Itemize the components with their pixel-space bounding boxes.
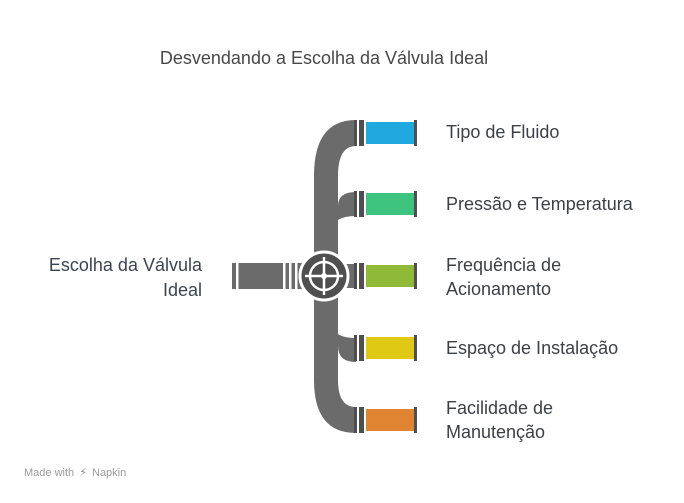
- branch-pipe-4: [366, 337, 414, 359]
- branch-pipe-1: [366, 122, 414, 144]
- branch-label-1: Tipo de Fluido: [446, 122, 560, 142]
- root-label-line1: Escolha da Válvula: [48, 255, 202, 275]
- input-flanges: [236, 263, 298, 289]
- pipe-joint-4: [338, 334, 356, 362]
- credit-brand: Napkin: [92, 467, 127, 479]
- pipe-upper-curve: [314, 120, 356, 268]
- branch-pipe-2: [366, 193, 414, 215]
- branch-pipe-3: [366, 265, 414, 287]
- branch-label-3: Frequência de Acionamento: [446, 255, 562, 299]
- branch-segment-2: [354, 191, 417, 217]
- diagram-title: Desvendando a Escolha da Válvula Ideal: [159, 48, 489, 68]
- branch-segment-3: [354, 263, 417, 289]
- branch-pipe-5: [366, 409, 414, 431]
- branch-label-4: Espaço de Instalação: [446, 338, 619, 358]
- branch-segments: [354, 120, 417, 433]
- branch-segment-5: [354, 407, 417, 433]
- pipe-lower-curve: [314, 290, 356, 433]
- root-label-line2: Ideal: [162, 280, 202, 300]
- credit-prefix: Made with: [24, 467, 75, 479]
- pipe-joint-2: [338, 192, 356, 220]
- branch-segment-4: [354, 335, 417, 361]
- valve-wheel-icon: [298, 250, 350, 302]
- branch-label-5: Facilidade de Manutenção: [446, 398, 554, 442]
- napkin-logo-icon: ⚡: [79, 467, 87, 479]
- branch-segment-1: [354, 120, 417, 146]
- root-label: Escolha da Válvula Ideal: [2, 253, 202, 303]
- branch-label-2: Pressão e Temperatura: [446, 194, 633, 214]
- made-with-credit[interactable]: Made with ⚡ Napkin: [24, 466, 126, 479]
